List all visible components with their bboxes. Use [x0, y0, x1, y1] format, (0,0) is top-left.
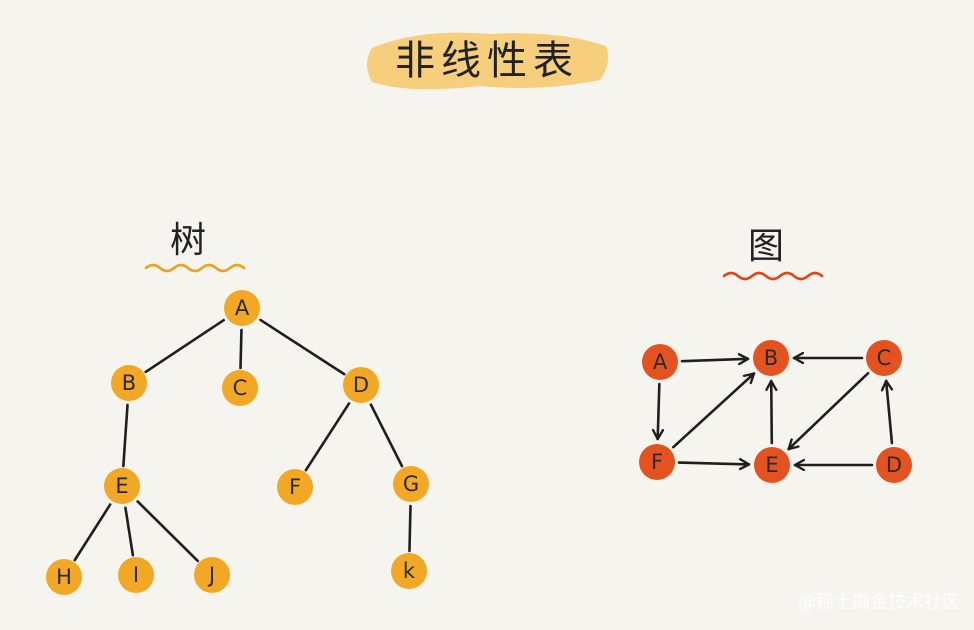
graph-node-E	[754, 447, 790, 483]
tree-node-label-J: J	[207, 563, 215, 587]
tree-node-label-G: G	[403, 472, 419, 496]
tree-edge-A-B	[144, 318, 225, 374]
graph-diagram: A B C F E D	[639, 340, 912, 483]
watermark: @稀土掘金技术社区	[798, 592, 960, 613]
tree-edge-E-H	[73, 503, 112, 562]
tree-node-label-E: E	[115, 474, 128, 498]
graph-edge-A-F	[658, 382, 660, 441]
tree-node-label-k: k	[403, 559, 416, 583]
tree-node-label-H: H	[56, 565, 72, 589]
graph-node-label-C: C	[877, 346, 892, 370]
graph-edge-E-B	[771, 379, 772, 445]
tree-node-D	[343, 367, 379, 403]
tree-node-E	[104, 468, 140, 504]
tree-edge-B-E	[122, 403, 129, 468]
tree-node-I	[118, 557, 154, 593]
title-highlight	[367, 32, 608, 90]
tree-node-label-I: I	[133, 563, 139, 587]
tree-edge-E-I	[124, 506, 135, 557]
graph-edge-F-E	[677, 463, 751, 465]
graph-node-label-A: A	[653, 350, 668, 374]
tree-node-B	[111, 365, 147, 401]
tree-section-label: 树	[170, 220, 206, 261]
graph-node-label-E: E	[765, 453, 778, 477]
graph-edge-A-B	[680, 359, 750, 361]
tree-node-G	[393, 466, 429, 502]
tree-edge-D-G	[369, 403, 404, 468]
graph-node-A	[642, 344, 678, 380]
graph-node-label-F: F	[651, 450, 663, 474]
graph-node-label-B: B	[764, 346, 778, 370]
graph-section-label: 图	[748, 226, 784, 267]
tree-edge-A-C	[239, 328, 243, 370]
tree-node-label-C: C	[233, 376, 248, 400]
tree-node-label-D: D	[353, 373, 369, 397]
page-title: 非线性表	[395, 38, 579, 84]
tree-node-label-F: F	[289, 475, 301, 499]
tree-node-label-B: B	[122, 371, 136, 395]
graph-edge-D-C	[886, 379, 894, 445]
tree-edge-E-J	[136, 500, 200, 563]
tree-node-F	[277, 469, 313, 505]
graph-edge-F-B	[671, 372, 756, 449]
graph-node-D	[876, 447, 912, 483]
graph-node-label-D: D	[886, 453, 902, 477]
tree-node-label-A: A	[235, 296, 250, 320]
tree-edge-G-k	[408, 504, 412, 553]
tree-label-underline	[144, 263, 246, 273]
tree-edge-D-F	[304, 402, 351, 472]
graph-node-C	[866, 340, 902, 376]
tree-node-A	[224, 290, 260, 326]
graph-node-F	[639, 444, 675, 480]
tree-node-C	[222, 370, 258, 406]
graph-node-B	[753, 340, 789, 376]
tree-edge-A-D	[259, 318, 346, 376]
tree-node-H	[46, 559, 82, 595]
graph-edge-C-E	[787, 371, 870, 451]
tree-node-J	[194, 557, 230, 593]
graph-label-underline	[722, 271, 824, 281]
tree-node-k	[391, 553, 427, 589]
